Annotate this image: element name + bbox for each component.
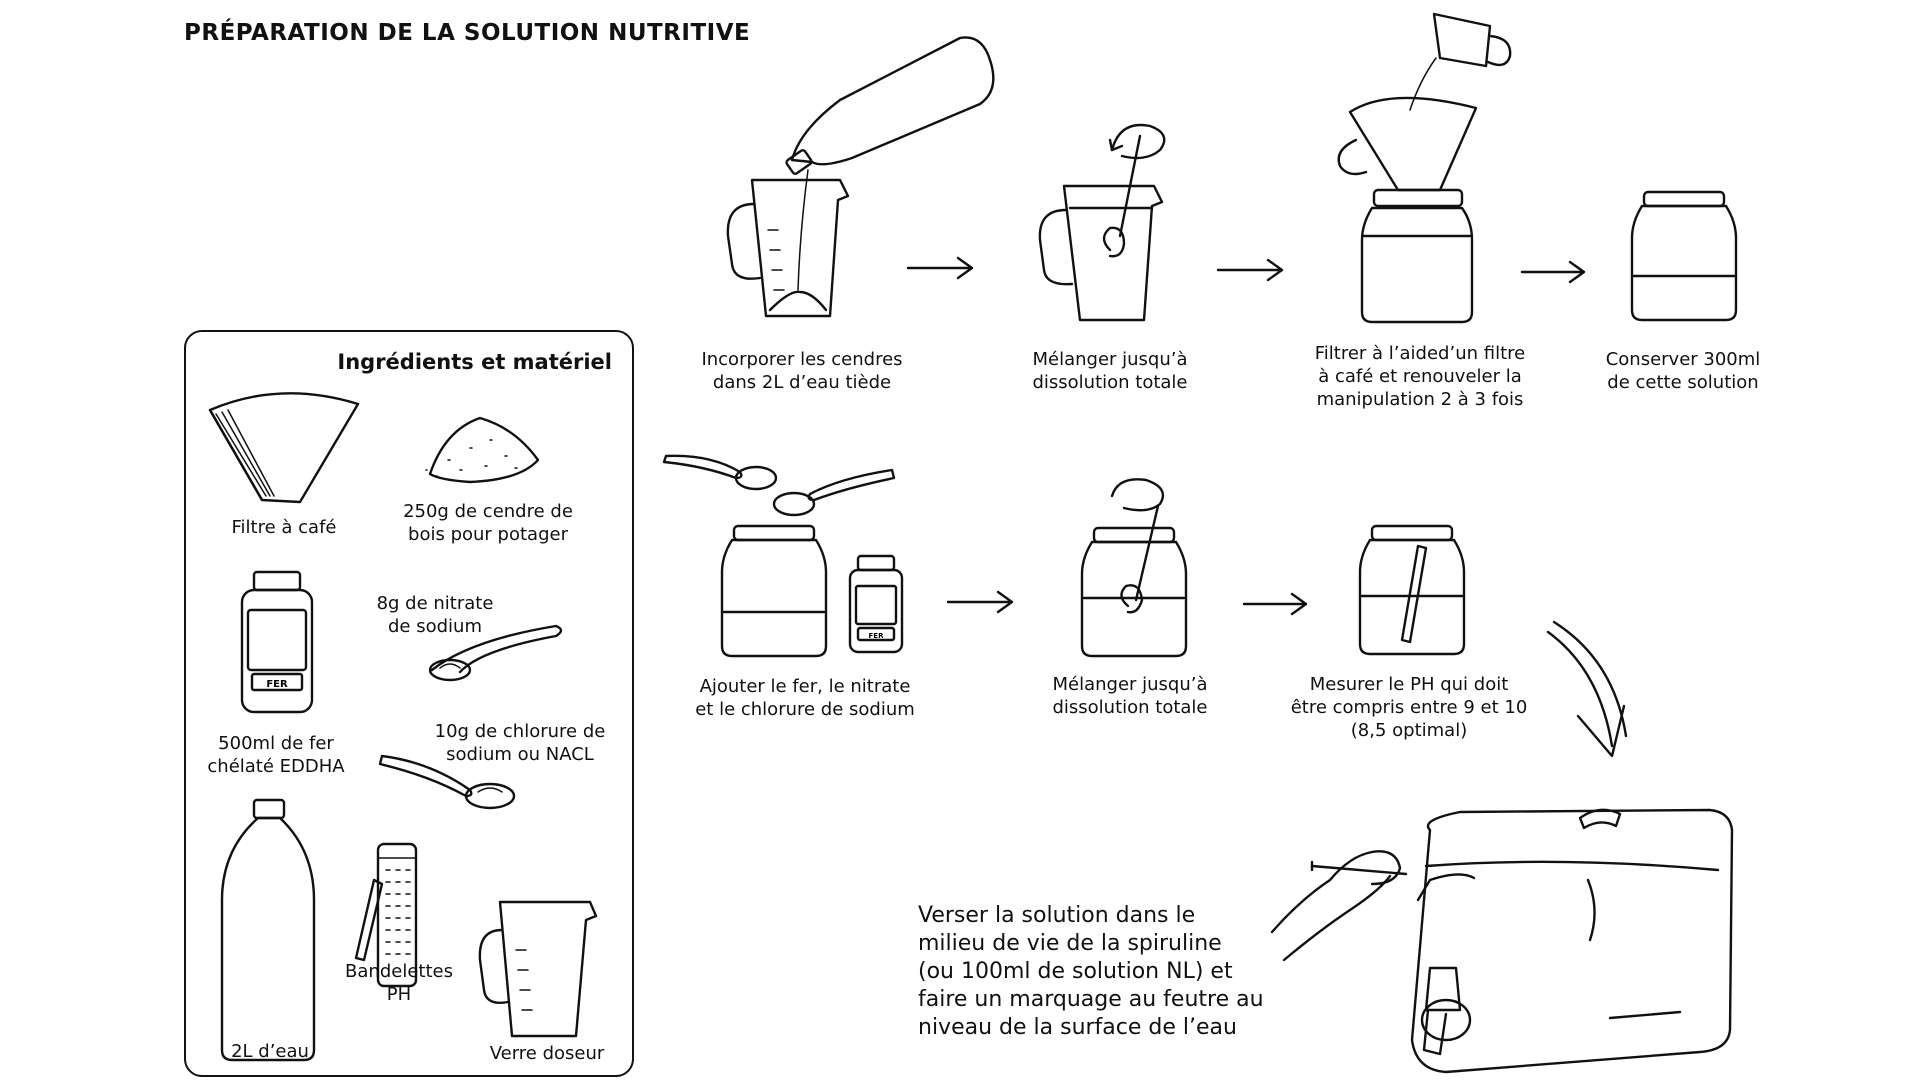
filter-jar-icon [1337,12,1512,324]
curved-arrow-icon [1546,620,1628,758]
fer-label: FER [266,679,288,690]
ingredient-label: Filtre à café [231,517,337,538]
ingredient-label: Verre doseur [489,1043,605,1064]
iron-bottle-icon [240,570,314,714]
step-caption: Conserver 300ml de cette solution [1605,349,1761,393]
jar-ph-icon [1358,524,1466,656]
ingredient-label: 10g de chlorure de sodium ou NACL [434,721,606,765]
ingredient-label: 8g de nitrate de sodium [376,593,494,637]
spoon-nitrate-icon [428,624,563,682]
jug-ashes-icon [726,178,850,318]
hand-marker-icon [1270,850,1408,962]
pouring-bottle-icon [785,36,995,291]
final-instruction: Verser la solution dans le milieu de vie… [918,903,1264,1040]
ph-strips-icon [354,842,418,988]
spirulina-container-icon [1410,808,1734,1074]
arrow-right-icon [946,590,1014,614]
arrow-right-icon [906,256,974,280]
step-caption: Mesurer le PH qui doit être compris entr… [1290,674,1528,741]
arrow-right-icon [1520,260,1586,284]
step-caption: Ajouter le fer, le nitrate et le chlorur… [695,676,915,720]
ash-pile-icon [425,416,540,484]
arrow-right-icon [1216,258,1284,282]
page-title: PRÉPARATION DE LA SOLUTION NUTRITIVE [184,20,751,46]
ingredients-heading: Ingrédients et matériel [337,350,612,374]
ingredient-label: Bandelettes PH [345,961,453,1005]
storage-jar-icon [1630,190,1738,322]
step-caption: Filtrer à l’aided’un filtre à café et re… [1314,343,1526,410]
measuring-jug-icon [478,900,598,1038]
ingredient-label: 2L d’eau [231,1041,309,1062]
ingredient-label: 500ml de fer chélaté EDDHA [207,733,345,777]
fer-label-small: FER [869,632,885,640]
step-caption: Mélanger jusqu’à dissolution totale [1052,674,1208,718]
arrow-right-icon [1242,592,1308,616]
step-caption: Mélanger jusqu’à dissolution totale [1032,349,1188,393]
ingredients-panel [184,330,634,1077]
ingredient-label: 250g de cendre de bois pour potager [403,501,573,545]
add-ingredients-icon [662,454,904,658]
jug-stir-icon [1038,123,1166,322]
water-bottle-icon [220,798,316,1062]
jar-stir-icon [1080,478,1188,658]
coffee-filter-icon [208,392,360,504]
spoon-chlorure-icon [378,754,516,810]
step-caption: Incorporer les cendres dans 2L d’eau tiè… [701,349,903,393]
